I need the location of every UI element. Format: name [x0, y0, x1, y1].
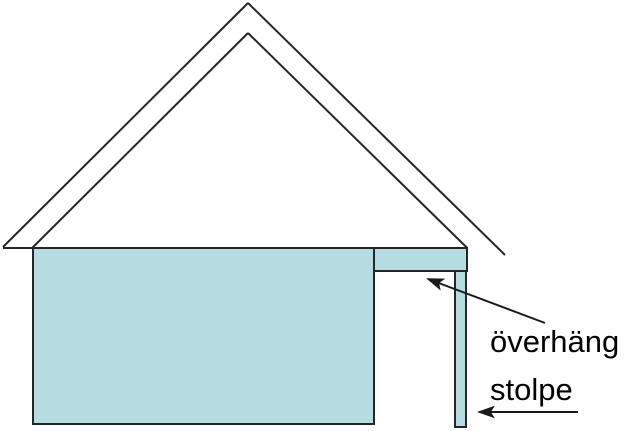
roof-outer-slope-left [2, 2, 249, 248]
overhang-label: överhäng [490, 324, 619, 359]
house-wall [32, 247, 375, 425]
support-post [454, 270, 467, 428]
annotation-overhang: överhäng [426, 278, 619, 359]
roof-outer-slope-right [247, 2, 506, 256]
roof-inner-slope-left [31, 32, 249, 249]
annotation-post: stolpe [477, 372, 578, 419]
post-label: stolpe [490, 372, 573, 407]
roof-group [2, 2, 506, 256]
roof-inner-slope-right [247, 32, 468, 249]
overhang-beam [373, 247, 468, 272]
overhang-leader-line [426, 278, 546, 324]
